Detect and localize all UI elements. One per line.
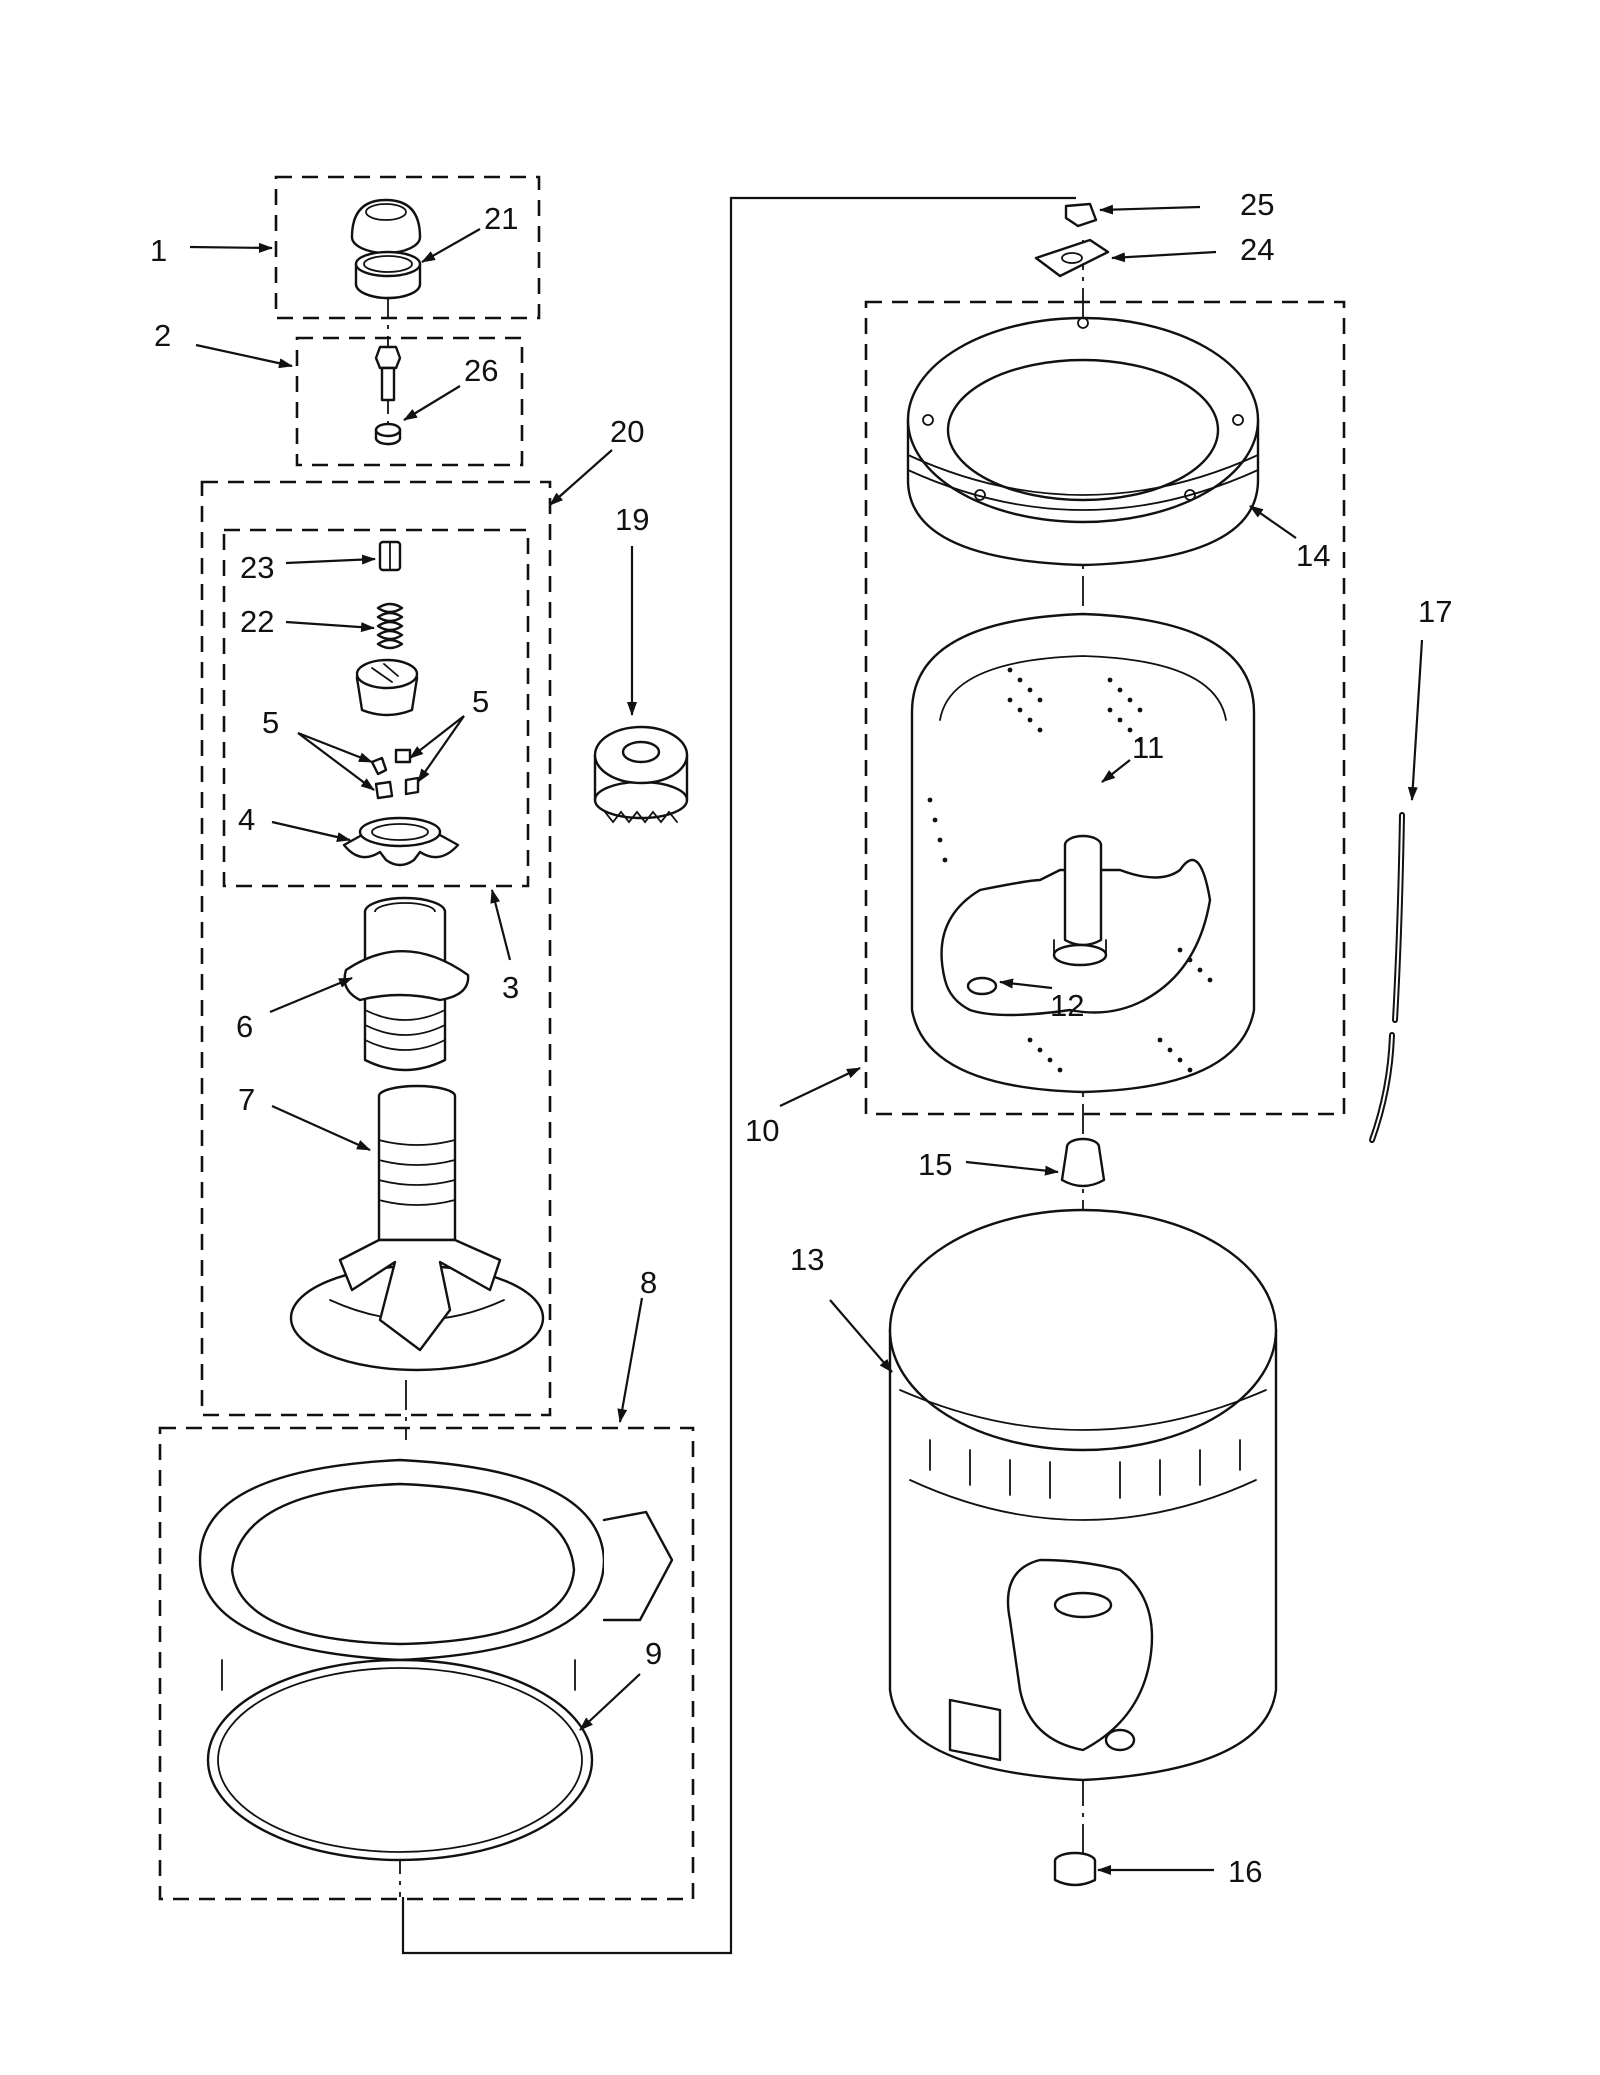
part-7-base bbox=[289, 1084, 545, 1372]
part-19-seal bbox=[593, 725, 689, 824]
callout-2: 2 bbox=[154, 318, 171, 353]
group-box-1 bbox=[274, 175, 541, 320]
callout-4: 4 bbox=[238, 802, 255, 837]
callout-5-right: 5 bbox=[472, 684, 489, 719]
callout-6: 6 bbox=[236, 1009, 253, 1044]
part-8-ring bbox=[198, 1458, 674, 1726]
group-box-10 bbox=[864, 300, 1346, 1116]
part-21-ring bbox=[354, 250, 422, 300]
group-box-8 bbox=[158, 1426, 695, 1901]
callout-3: 3 bbox=[502, 970, 519, 1005]
part-16-plug bbox=[1053, 1851, 1097, 1887]
part-4-cover bbox=[342, 816, 460, 867]
callout-13: 13 bbox=[790, 1242, 824, 1277]
callout-20: 20 bbox=[610, 414, 644, 449]
callout-23: 23 bbox=[240, 550, 274, 585]
part-2-bolt bbox=[374, 345, 402, 402]
leader-arrows bbox=[189, 204, 1424, 1875]
callout-25: 25 bbox=[1240, 187, 1274, 222]
part-23-cap bbox=[378, 540, 402, 572]
group-box-3 bbox=[222, 528, 530, 888]
part-10-basket bbox=[910, 612, 1256, 1094]
callout-10: 10 bbox=[745, 1113, 779, 1148]
part-cam-body bbox=[355, 658, 419, 717]
callout-1: 1 bbox=[150, 233, 167, 268]
part-6-auger bbox=[343, 896, 470, 1072]
part-24-plate bbox=[1034, 238, 1110, 278]
callout-22: 22 bbox=[240, 604, 274, 639]
part-14-balance-ring bbox=[906, 316, 1260, 567]
part-22-spring bbox=[376, 602, 404, 650]
part-26-washer bbox=[374, 422, 402, 446]
callout-16: 16 bbox=[1228, 1854, 1262, 1889]
callout-8: 8 bbox=[640, 1265, 657, 1300]
part-13-outer-tub bbox=[888, 1208, 1278, 1782]
group-box-2 bbox=[295, 336, 524, 467]
callout-5-left: 5 bbox=[262, 705, 279, 740]
callout-7: 7 bbox=[238, 1082, 255, 1117]
callout-19: 19 bbox=[615, 502, 649, 537]
callout-12: 12 bbox=[1050, 988, 1084, 1023]
callout-24: 24 bbox=[1240, 232, 1274, 267]
callout-11: 11 bbox=[1132, 730, 1164, 765]
callout-15: 15 bbox=[918, 1147, 952, 1182]
callout-17: 17 bbox=[1418, 594, 1452, 629]
callout-21: 21 bbox=[484, 201, 518, 236]
callout-14: 14 bbox=[1296, 538, 1330, 573]
connector-line bbox=[401, 196, 1076, 1955]
part-1-cap bbox=[350, 198, 422, 255]
part-5-dogs bbox=[370, 748, 420, 800]
part-25-clip bbox=[1064, 202, 1098, 228]
part-17-hose bbox=[1369, 812, 1405, 1143]
part-15-coupler bbox=[1060, 1137, 1106, 1188]
group-box-20 bbox=[200, 480, 552, 1417]
callout-26: 26 bbox=[464, 353, 498, 388]
part-9-gasket bbox=[206, 1658, 594, 1862]
callout-9: 9 bbox=[645, 1636, 662, 1671]
